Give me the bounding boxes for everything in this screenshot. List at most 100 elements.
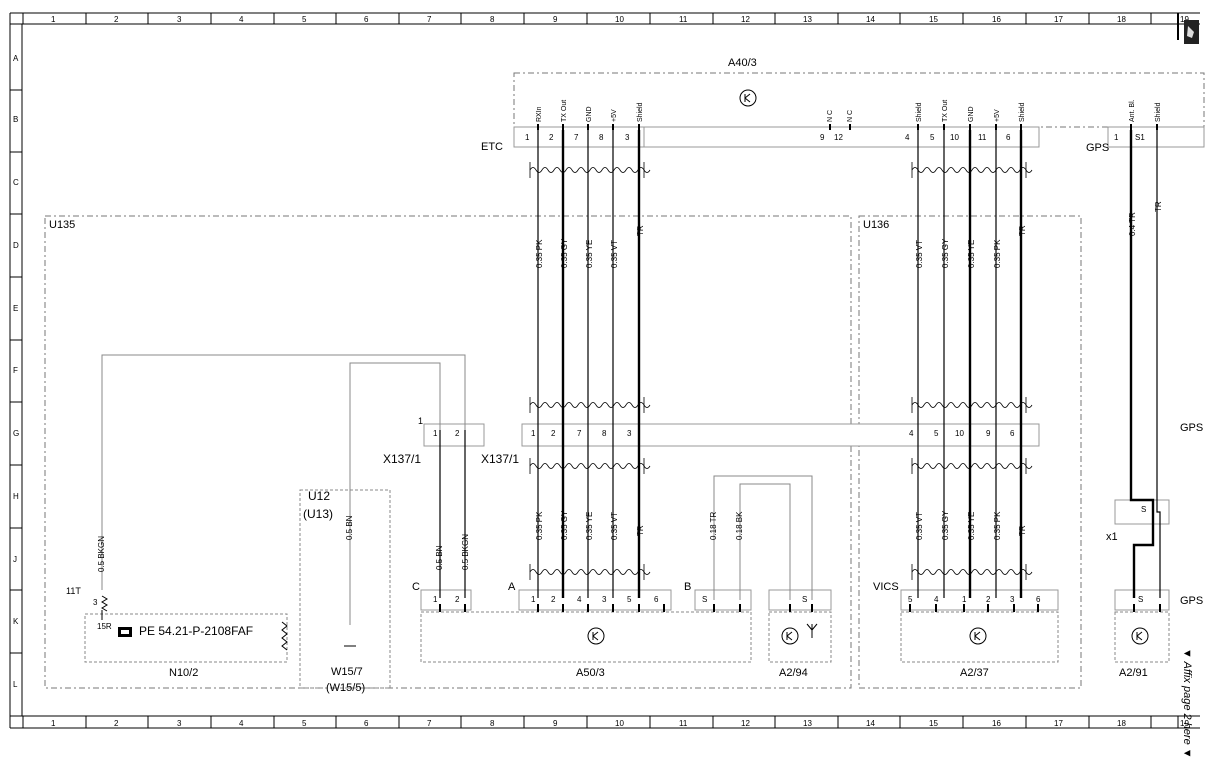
n10-2-box bbox=[84, 613, 288, 663]
c-connector bbox=[420, 589, 472, 611]
row-letter: K bbox=[13, 617, 19, 626]
gps-pin: 1 bbox=[1114, 133, 1119, 142]
column-number: 6 bbox=[364, 719, 369, 728]
ecu-symbol bbox=[1131, 627, 1149, 645]
x137-pin-number: 1 bbox=[418, 416, 423, 426]
a40-3-pin: 5 bbox=[930, 133, 935, 142]
w15-5-label: (W15/5) bbox=[326, 682, 365, 694]
column-number: 15 bbox=[929, 719, 938, 728]
wire-label: 0.35 YE bbox=[585, 512, 594, 540]
connector-pin: 2 bbox=[455, 595, 460, 604]
resistor-icon bbox=[101, 595, 288, 651]
wire-label: 0.35 GY bbox=[941, 238, 950, 268]
connector-pin: 4 bbox=[909, 429, 914, 438]
etc-pin: 3 bbox=[625, 133, 630, 142]
connector-pin: 5 bbox=[627, 595, 632, 604]
etc-pin: 8 bbox=[599, 133, 604, 142]
wire-label: 0.18 TR bbox=[709, 511, 718, 540]
wire-label: 0.35 YE bbox=[585, 240, 594, 268]
etc-signal-label: GND bbox=[586, 106, 593, 122]
row-letter: D bbox=[13, 241, 19, 250]
etc-signal-label: +5V bbox=[611, 109, 618, 122]
vics-label: VICS bbox=[873, 581, 899, 593]
column-number: 4 bbox=[239, 719, 244, 728]
u135-label: U135 bbox=[49, 219, 75, 231]
u135-box bbox=[44, 215, 852, 689]
column-number: 10 bbox=[615, 719, 624, 728]
a2-91-box bbox=[1114, 611, 1170, 663]
wire-label: 0.35 VT bbox=[610, 240, 619, 268]
wire-label: 0.5 BN bbox=[345, 515, 354, 540]
a2-94-box bbox=[768, 611, 832, 663]
column-number: 11 bbox=[679, 719, 688, 728]
connector-pin: 5 bbox=[934, 429, 939, 438]
gps-wire bbox=[1129, 470, 1155, 598]
twist-wave bbox=[911, 402, 1033, 408]
connector-pin: 4 bbox=[577, 595, 582, 604]
column-number: 12 bbox=[741, 15, 750, 24]
b-connector bbox=[694, 589, 752, 611]
a40-3-signal-label: TX Out bbox=[942, 100, 949, 122]
column-number: 5 bbox=[302, 719, 307, 728]
column-number: 1 bbox=[51, 15, 56, 24]
column-number: 7 bbox=[427, 15, 432, 24]
ecu-symbol bbox=[969, 627, 987, 645]
etc-pin: 1 bbox=[525, 133, 530, 142]
connector-pin: 8 bbox=[602, 429, 607, 438]
wire-label: 0.35 VT bbox=[915, 512, 924, 540]
connector-pin: S bbox=[802, 595, 807, 604]
transistor-mark bbox=[974, 631, 981, 641]
transistor-mark bbox=[592, 631, 599, 641]
column-number: 19 bbox=[1180, 719, 1189, 728]
a40-3-pin: 11 bbox=[978, 133, 987, 142]
column-number: 15 bbox=[929, 15, 938, 24]
column-number: 13 bbox=[803, 15, 812, 24]
column-number: 10 bbox=[615, 15, 624, 24]
column-number: 2 bbox=[114, 15, 119, 24]
twist-wave bbox=[529, 167, 651, 173]
u136-box bbox=[858, 215, 1082, 689]
column-number: 8 bbox=[490, 15, 495, 24]
a40-3-pin: 6 bbox=[1006, 133, 1011, 142]
x137-right-label: X137/1 bbox=[481, 452, 519, 466]
column-number: 6 bbox=[364, 15, 369, 24]
connector-pin: 5 bbox=[908, 595, 913, 604]
pin-15r-label: 15R bbox=[97, 622, 112, 631]
connector-pin: S bbox=[1141, 505, 1146, 514]
twist-wave bbox=[911, 569, 1033, 575]
column-number: 14 bbox=[866, 15, 875, 24]
connector-c-label: C bbox=[412, 581, 420, 593]
vics-connector bbox=[900, 589, 1059, 611]
connector-pin: S bbox=[702, 595, 707, 604]
connector-b-label: B bbox=[684, 581, 691, 593]
x137-connector-left bbox=[423, 423, 485, 447]
u12-box bbox=[299, 489, 391, 689]
wire-label: 0.35 YE bbox=[967, 240, 976, 268]
pe-reference[interactable]: PE 54.21-P-2108FAF bbox=[139, 624, 253, 638]
connector-a-label: A bbox=[508, 581, 516, 593]
column-number: 7 bbox=[427, 719, 432, 728]
connector-pin: 1 bbox=[531, 595, 536, 604]
gps-mid-label: GPS bbox=[1180, 422, 1203, 434]
column-number: 13 bbox=[803, 719, 812, 728]
antenna-icon bbox=[806, 623, 818, 638]
twist-wave bbox=[529, 569, 651, 575]
connector-pin: 2 bbox=[455, 429, 460, 438]
affix-page-note: ▼ Affix page 2 here ▼ bbox=[1181, 648, 1193, 759]
wire-label: 0.5 BKGN bbox=[461, 534, 470, 570]
a40-3-signal-label: GND bbox=[968, 106, 975, 122]
etc-pin: 2 bbox=[549, 133, 554, 142]
column-number: 3 bbox=[177, 15, 182, 24]
x137-connector-right bbox=[521, 423, 1040, 447]
x1-label: x1 bbox=[1106, 531, 1118, 543]
gps-shield-wire bbox=[1156, 470, 1161, 598]
twist-wave bbox=[911, 463, 1033, 469]
row-letter: L bbox=[13, 680, 18, 689]
a40-3-signal-label: Shield bbox=[1019, 102, 1026, 122]
wire-label: 0.35 GY bbox=[560, 510, 569, 540]
wire-label: 0.5 BKGN bbox=[97, 536, 106, 572]
gps-bottom-label: GPS bbox=[1180, 595, 1203, 607]
etc-signal-label: RXIn bbox=[536, 106, 543, 122]
